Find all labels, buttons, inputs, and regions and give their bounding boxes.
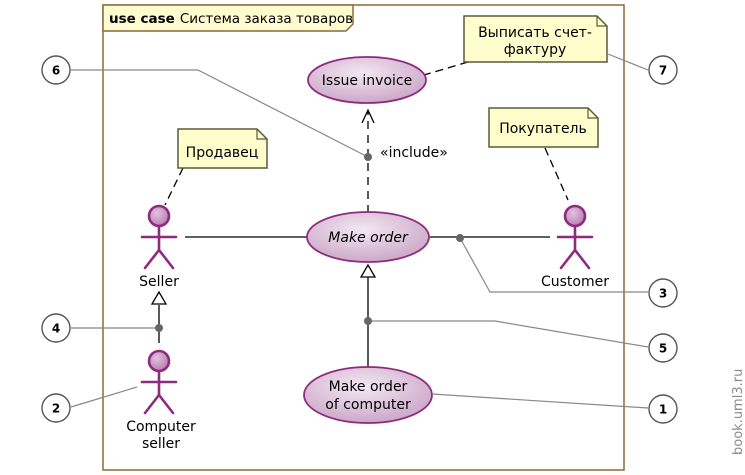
stick-figure-icon [556,204,594,270]
make-order-computer-label-1: Make order [329,379,408,395]
callout-7-leader [607,53,649,71]
customer-note-text: Покупатель [499,121,587,137]
callout-6: 6 [41,55,71,85]
callout-1: 1 [648,394,678,424]
svg-text:2: 2 [52,402,60,416]
dot-actor-generalization [155,324,163,332]
use-case-make-order: Make order [306,211,430,263]
callout-leaders [70,53,649,409]
note-invoice: Выписать счет- фактуру [463,15,608,63]
use-case-issue-invoice: Issue invoice [307,56,427,104]
invoice-note-text-1: Выписать счет- [478,25,592,41]
watermark: book.uml3.ru [731,369,745,455]
callout-2: 2 [41,393,71,423]
actor-customer: Customer [541,204,609,290]
callout-3: 3 [648,278,678,308]
actor-computer-seller: Computer seller [126,349,196,452]
svg-text:1: 1 [659,403,667,417]
dot-include [364,153,372,161]
usecase-generalization-arrowhead [359,263,377,278]
callout-2-leader [70,386,138,408]
stick-figure-icon [140,349,178,415]
customer-note-anchor [544,147,569,201]
svg-text:3: 3 [659,287,667,301]
callout-5: 5 [648,333,678,363]
leader-anchor-dots [155,153,464,332]
use-case-make-order-of-computer: Make order of computer [303,366,433,424]
callout-6-leader [71,69,369,158]
relations: «include» [150,61,569,368]
issue-invoice-label: Issue invoice [322,73,412,89]
make-order-computer-label-2: of computer [325,397,411,413]
invoice-note-text-2: фактуру [504,42,567,58]
dot-customer-association [456,234,464,242]
include-arrowhead [361,108,375,124]
seller-note-text: Продавец [186,145,259,161]
invoice-note-anchor [423,61,469,76]
customer-label: Customer [541,274,609,290]
svg-text:7: 7 [659,64,667,78]
include-label: «include» [380,145,448,161]
callout-1-leader [431,393,649,409]
seller-label: Seller [139,274,179,290]
dot-usecase-generalization [364,317,372,325]
computer-seller-label-1: Computer [126,419,196,435]
actor-seller: Seller [139,204,179,290]
seller-note-anchor [164,167,184,206]
note-seller: Продавец [177,128,268,169]
callout-7: 7 [648,55,678,85]
svg-text:4: 4 [52,322,60,336]
frame-tab [102,4,354,32]
svg-text:6: 6 [52,64,60,78]
computer-seller-label-2: seller [142,436,180,452]
callout-3-leader [459,237,648,293]
svg-text:5: 5 [659,342,667,356]
stick-figure-icon [140,204,178,270]
callout-4: 4 [41,313,71,343]
actor-generalization-arrowhead [150,290,168,305]
note-customer: Покупатель [488,107,599,148]
callout-5-leader [368,320,649,348]
make-order-label: Make order [328,230,409,246]
